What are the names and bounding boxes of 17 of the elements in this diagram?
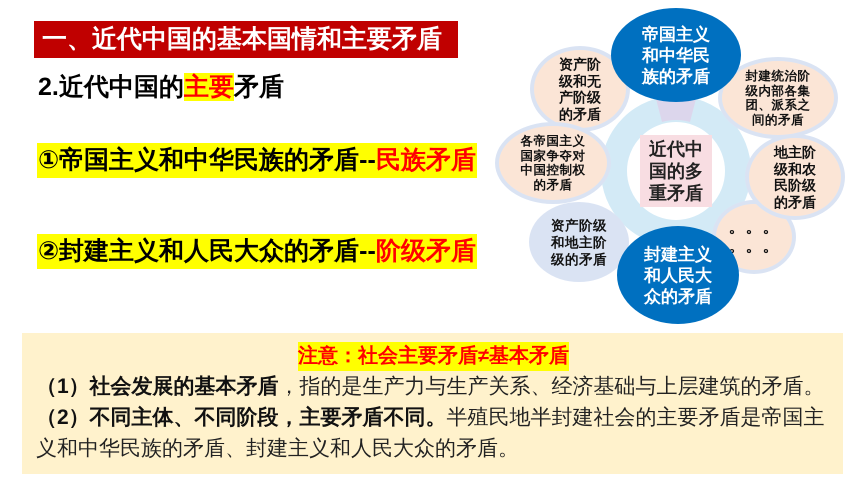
note-text: （1）社会发展的基本矛盾，指的是生产力与生产关系、经济基础与上层建筑的矛盾。 <box>36 374 826 400</box>
center-label-box <box>640 135 712 207</box>
note-heading: 注意：社会主要矛盾≠基本矛盾 <box>298 342 569 371</box>
contradiction-ellipse <box>495 122 611 204</box>
node-text: 资产阶级和地主阶级的矛盾 <box>550 216 608 268</box>
node-text: 封建主义和人民大众的矛盾 <box>642 244 713 306</box>
node-text: 封建统治阶级内部各集团、派系之间的矛盾 <box>744 69 812 127</box>
node-text: 各帝国主义国家争夺对中国控制权的矛盾 <box>520 134 586 192</box>
note-panel <box>22 333 843 474</box>
note-text: （2）不同主体、不同阶段，主要矛盾不同。半殖民地半封建社会的主要矛盾是帝国主义和中华民族的矛盾、封建主义和人民大众的矛盾。 <box>36 404 826 462</box>
highlighted-statement: ②封建主义和人民大众的矛盾--阶级矛盾 <box>37 234 477 269</box>
node-text: 资产阶级和无产阶级的矛盾 <box>558 56 602 122</box>
node-text: 近代中国的多重矛盾 <box>648 138 704 204</box>
highlighted-statement: ①帝国主义和中华民族的矛盾--民族矛盾 <box>37 143 477 178</box>
node-text: 帝国主义和中华民族的矛盾 <box>640 24 711 86</box>
section-title: 一、近代中国的基本国情和主要矛盾 <box>34 21 458 58</box>
node-text: 地主阶级和农民阶级的矛盾 <box>772 144 817 210</box>
